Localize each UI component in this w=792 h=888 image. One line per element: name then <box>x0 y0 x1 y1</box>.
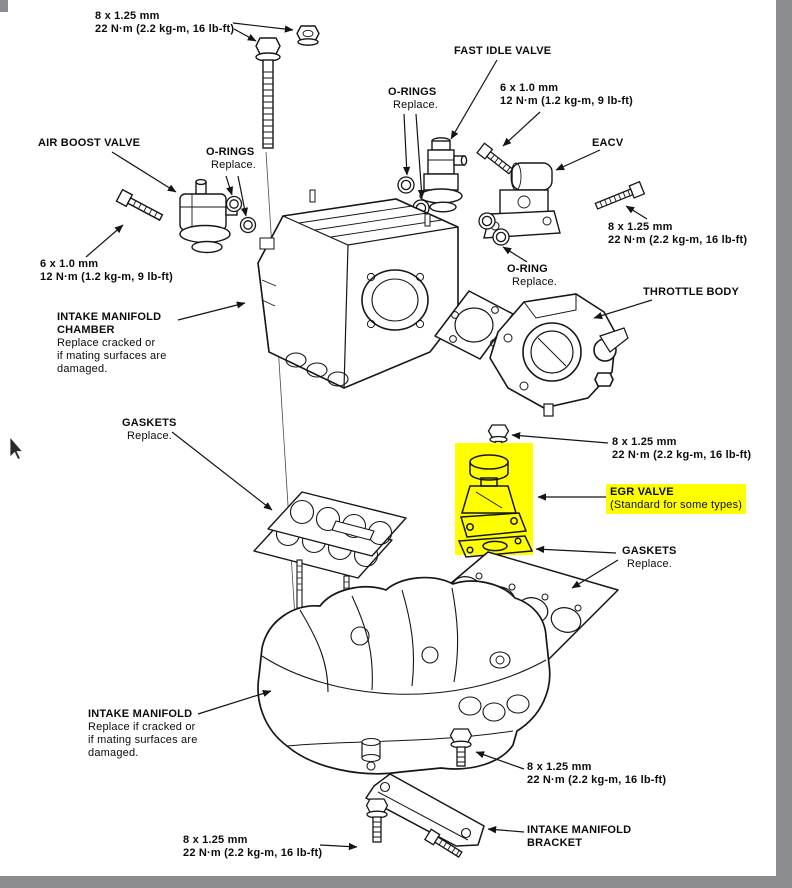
part-name: BRACKET <box>527 837 583 849</box>
window-corner-artifact <box>0 0 8 12</box>
part-note: damaged. <box>88 747 139 759</box>
label-bolt-spec-eacv: 8 x 1.25 mm 22 N·m (2.2 kg-m, 16 lb-ft) <box>608 221 747 247</box>
label-throttle-body: THROTTLE BODY <box>643 286 739 299</box>
label-bolt-spec-6x10-left: 6 x 1.0 mm 12 N·m (1.2 kg-m, 9 lb-ft) <box>40 258 173 284</box>
leader-lines <box>85 22 653 851</box>
part-note: damaged. <box>57 363 108 375</box>
part-note: Replace if cracked or <box>88 721 196 733</box>
air-boost-valve-drawing <box>115 178 238 254</box>
part-name: CHAMBER <box>57 324 115 336</box>
eacv-bolt <box>594 180 646 210</box>
label-bolt-spec-top: 8 x 1.25 mm 22 N·m (2.2 kg-m, 16 lb-ft) <box>95 10 234 36</box>
bolt-torque: 12 N·m (1.2 kg-m, 9 lb-ft) <box>500 95 633 107</box>
bolt-size: 8 x 1.25 mm <box>612 436 677 448</box>
bolt-size: 6 x 1.0 mm <box>500 82 559 94</box>
mouse-cursor-icon <box>9 435 24 461</box>
part-name: GASKETS <box>122 417 177 429</box>
intake-manifold-chamber-drawing <box>257 189 459 389</box>
bolt-torque: 22 N·m (2.2 kg-m, 16 lb-ft) <box>95 23 235 35</box>
intake-manifold-drawing <box>257 559 551 775</box>
bolt-size: 6 x 1.0 mm <box>40 258 99 270</box>
part-name: AIR BOOST VALVE <box>38 137 141 149</box>
label-o-ring-center: O-RING Replace. <box>507 263 557 289</box>
part-note: Replace. <box>512 276 558 288</box>
bolt-torque: 22 N·m (2.2 kg-m, 16 lb-ft) <box>608 234 748 246</box>
part-name: O-RING <box>507 263 548 275</box>
bolt-torque: 22 N·m (2.2 kg-m, 16 lb-ft) <box>183 847 323 859</box>
fast-idle-valve-drawing <box>419 137 468 213</box>
part-name: EACV <box>592 137 624 149</box>
label-egr-valve: EGR VALVE (Standard for some types) <box>606 484 747 514</box>
part-name: INTAKE MANIFOLD <box>57 311 162 323</box>
o-rings-eacv-drawing <box>478 212 510 246</box>
window-right-edge <box>776 0 792 888</box>
gaskets-upper-drawing <box>253 491 407 579</box>
bolt-size: 8 x 1.25 mm <box>95 10 160 22</box>
part-note: Replace cracked or <box>57 337 156 349</box>
label-air-boost-valve: AIR BOOST VALVE <box>38 137 140 150</box>
bolt-torque: 22 N·m (2.2 kg-m, 16 lb-ft) <box>527 774 667 786</box>
mounting-nut-top <box>296 25 320 46</box>
bracket-bolt-vertical <box>365 798 389 843</box>
label-o-rings-left: O-RINGS Replace. <box>206 146 256 172</box>
part-note: Replace. <box>627 558 673 570</box>
bolt-torque: 12 N·m (1.2 kg-m, 9 lb-ft) <box>40 271 173 283</box>
part-note: (Standard for some types) <box>610 499 743 511</box>
label-fast-idle-valve: FAST IDLE VALVE <box>454 45 551 58</box>
label-gaskets-upper: GASKETS Replace. <box>122 417 177 443</box>
part-name: O-RINGS <box>206 146 255 158</box>
part-name: EGR VALVE <box>610 486 674 498</box>
egr-bolt-drawing <box>487 424 510 448</box>
part-note: Replace. <box>211 159 257 171</box>
manifold-bolt-drawing <box>449 728 473 767</box>
egr-highlight-label: EGR VALVE (Standard for some types) <box>606 484 747 514</box>
part-note: Replace. <box>127 430 173 442</box>
part-note: Replace. <box>393 99 439 111</box>
part-name: GASKETS <box>622 545 677 557</box>
window-bottom-edge <box>0 876 792 888</box>
throttle-body-drawing <box>489 293 629 417</box>
bolt-size: 8 x 1.25 mm <box>183 834 248 846</box>
mounting-bolt-top <box>255 37 281 149</box>
bolt-torque: 22 N·m (2.2 kg-m, 16 lb-ft) <box>612 449 752 461</box>
label-intake-manifold: INTAKE MANIFOLD Replace if cracked or if… <box>88 708 198 760</box>
label-o-rings-center: O-RINGS Replace. <box>388 86 438 112</box>
label-intake-manifold-chamber: INTAKE MANIFOLD CHAMBER Replace cracked … <box>57 311 167 376</box>
air-boost-valve-bolt <box>115 188 164 222</box>
label-eacv: EACV <box>592 137 623 150</box>
bolt-size: 8 x 1.25 mm <box>608 221 673 233</box>
part-name: O-RINGS <box>388 86 437 98</box>
part-name: THROTTLE BODY <box>643 286 740 298</box>
bolt-size: 8 x 1.25 mm <box>527 761 592 773</box>
eacv-drawing <box>483 162 561 239</box>
label-gaskets-lower: GASKETS Replace. <box>622 545 677 571</box>
label-bolt-spec-lower-right: 8 x 1.25 mm 22 N·m (2.2 kg-m, 16 lb-ft) <box>527 761 666 787</box>
o-rings-left-drawing <box>225 195 257 234</box>
part-note: if mating surfaces are <box>57 350 167 362</box>
bracket-bolt-angled <box>423 828 463 858</box>
part-note: if mating surfaces are <box>88 734 198 746</box>
part-name: FAST IDLE VALVE <box>454 45 552 57</box>
label-bolt-spec-egr: 8 x 1.25 mm 22 N·m (2.2 kg-m, 16 lb-ft) <box>612 436 751 462</box>
bracket-drawing <box>365 773 485 847</box>
fast-idle-valve-bolt <box>476 142 514 175</box>
egr-valve-drawing <box>457 454 534 558</box>
part-name: INTAKE MANIFOLD <box>527 824 632 836</box>
label-intake-manifold-bracket: INTAKE MANIFOLD BRACKET <box>527 824 631 850</box>
label-bolt-spec-6x10-right: 6 x 1.0 mm 12 N·m (1.2 kg-m, 9 lb-ft) <box>500 82 633 108</box>
part-name: INTAKE MANIFOLD <box>88 708 193 720</box>
label-bolt-spec-bottom: 8 x 1.25 mm 22 N·m (2.2 kg-m, 16 lb-ft) <box>183 834 322 860</box>
